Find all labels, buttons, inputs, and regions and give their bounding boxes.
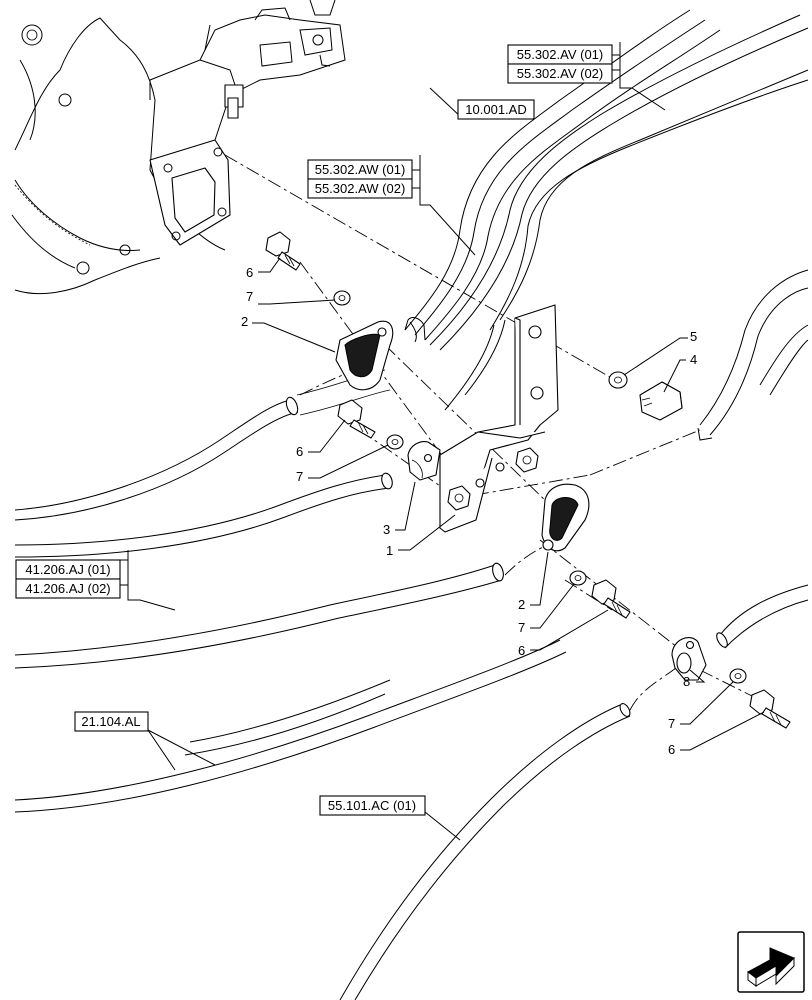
callout-6-b: 6: [296, 444, 303, 459]
bracket-part-1: [439, 304, 559, 533]
callout-numbers: 6 7 2 6 7 3 1 5 4 2 7 6 8 7 6: [241, 265, 697, 757]
callout-5: 5: [690, 329, 697, 344]
reference-labels: 55.302.AV (01) 55.302.AV (02) 10.001.AD …: [15, 44, 613, 816]
next-page-arrow-icon[interactable]: [737, 931, 805, 993]
bolt-part-6-c: [591, 579, 631, 619]
callout-7-c: 7: [518, 620, 525, 635]
callout-3: 3: [383, 522, 390, 537]
callout-7-b: 7: [296, 469, 303, 484]
svg-text:55.302.AW (02): 55.302.AW (02): [315, 181, 406, 196]
ref-41-206-aj-02[interactable]: 41.206.AJ (02): [15, 578, 121, 599]
ref-10-001-ad[interactable]: 10.001.AD: [457, 99, 535, 120]
ref-55-101-ac-01[interactable]: 55.101.AC (01): [319, 795, 426, 816]
hydraulic-lines: [14, 9, 809, 1000]
ref-55-302-av-01[interactable]: 55.302.AV (01): [507, 44, 613, 65]
ref-55-302-aw-02[interactable]: 55.302.AW (02): [307, 178, 413, 199]
clip-part-2-lower: [541, 483, 590, 552]
bolt-part-6-d: [749, 689, 791, 729]
callout-8: 8: [683, 674, 690, 689]
svg-text:55.302.AW (01): 55.302.AW (01): [315, 162, 406, 177]
washers: [333, 290, 747, 684]
callout-6-a: 6: [246, 265, 253, 280]
bolt-part-4: [639, 381, 683, 421]
svg-text:41.206.AJ (01): 41.206.AJ (01): [25, 562, 110, 577]
callout-2-a: 2: [241, 314, 248, 329]
callout-6-d: 6: [668, 742, 675, 757]
callout-4: 4: [690, 352, 697, 367]
callout-2-b: 2: [518, 597, 525, 612]
callout-6-c: 6: [518, 643, 525, 658]
engine-housing: [11, 0, 346, 295]
svg-text:10.001.AD: 10.001.AD: [465, 102, 526, 117]
callout-1: 1: [386, 543, 393, 558]
ref-55-302-aw-01[interactable]: 55.302.AW (01): [307, 159, 413, 180]
bolt-part-6-a: [265, 231, 301, 271]
svg-text:55.101.AC (01): 55.101.AC (01): [328, 798, 416, 813]
callout-7-d: 7: [668, 716, 675, 731]
svg-text:21.104.AL: 21.104.AL: [81, 714, 140, 729]
clip-part-2-upper: [335, 320, 394, 391]
clip-part-3: [407, 441, 441, 481]
leader-lines: [120, 42, 765, 841]
svg-text:55.302.AV (01): 55.302.AV (01): [517, 47, 603, 62]
svg-text:55.302.AV (02): 55.302.AV (02): [517, 66, 603, 81]
clip-part-8: [671, 637, 707, 681]
callout-7-a: 7: [246, 289, 253, 304]
svg-text:41.206.AJ (02): 41.206.AJ (02): [25, 581, 110, 596]
ref-41-206-aj-01[interactable]: 41.206.AJ (01): [15, 559, 121, 580]
ref-21-104-al[interactable]: 21.104.AL: [74, 711, 149, 732]
ref-55-302-av-02[interactable]: 55.302.AV (02): [507, 63, 613, 84]
bolt-part-6-b: [337, 399, 376, 439]
